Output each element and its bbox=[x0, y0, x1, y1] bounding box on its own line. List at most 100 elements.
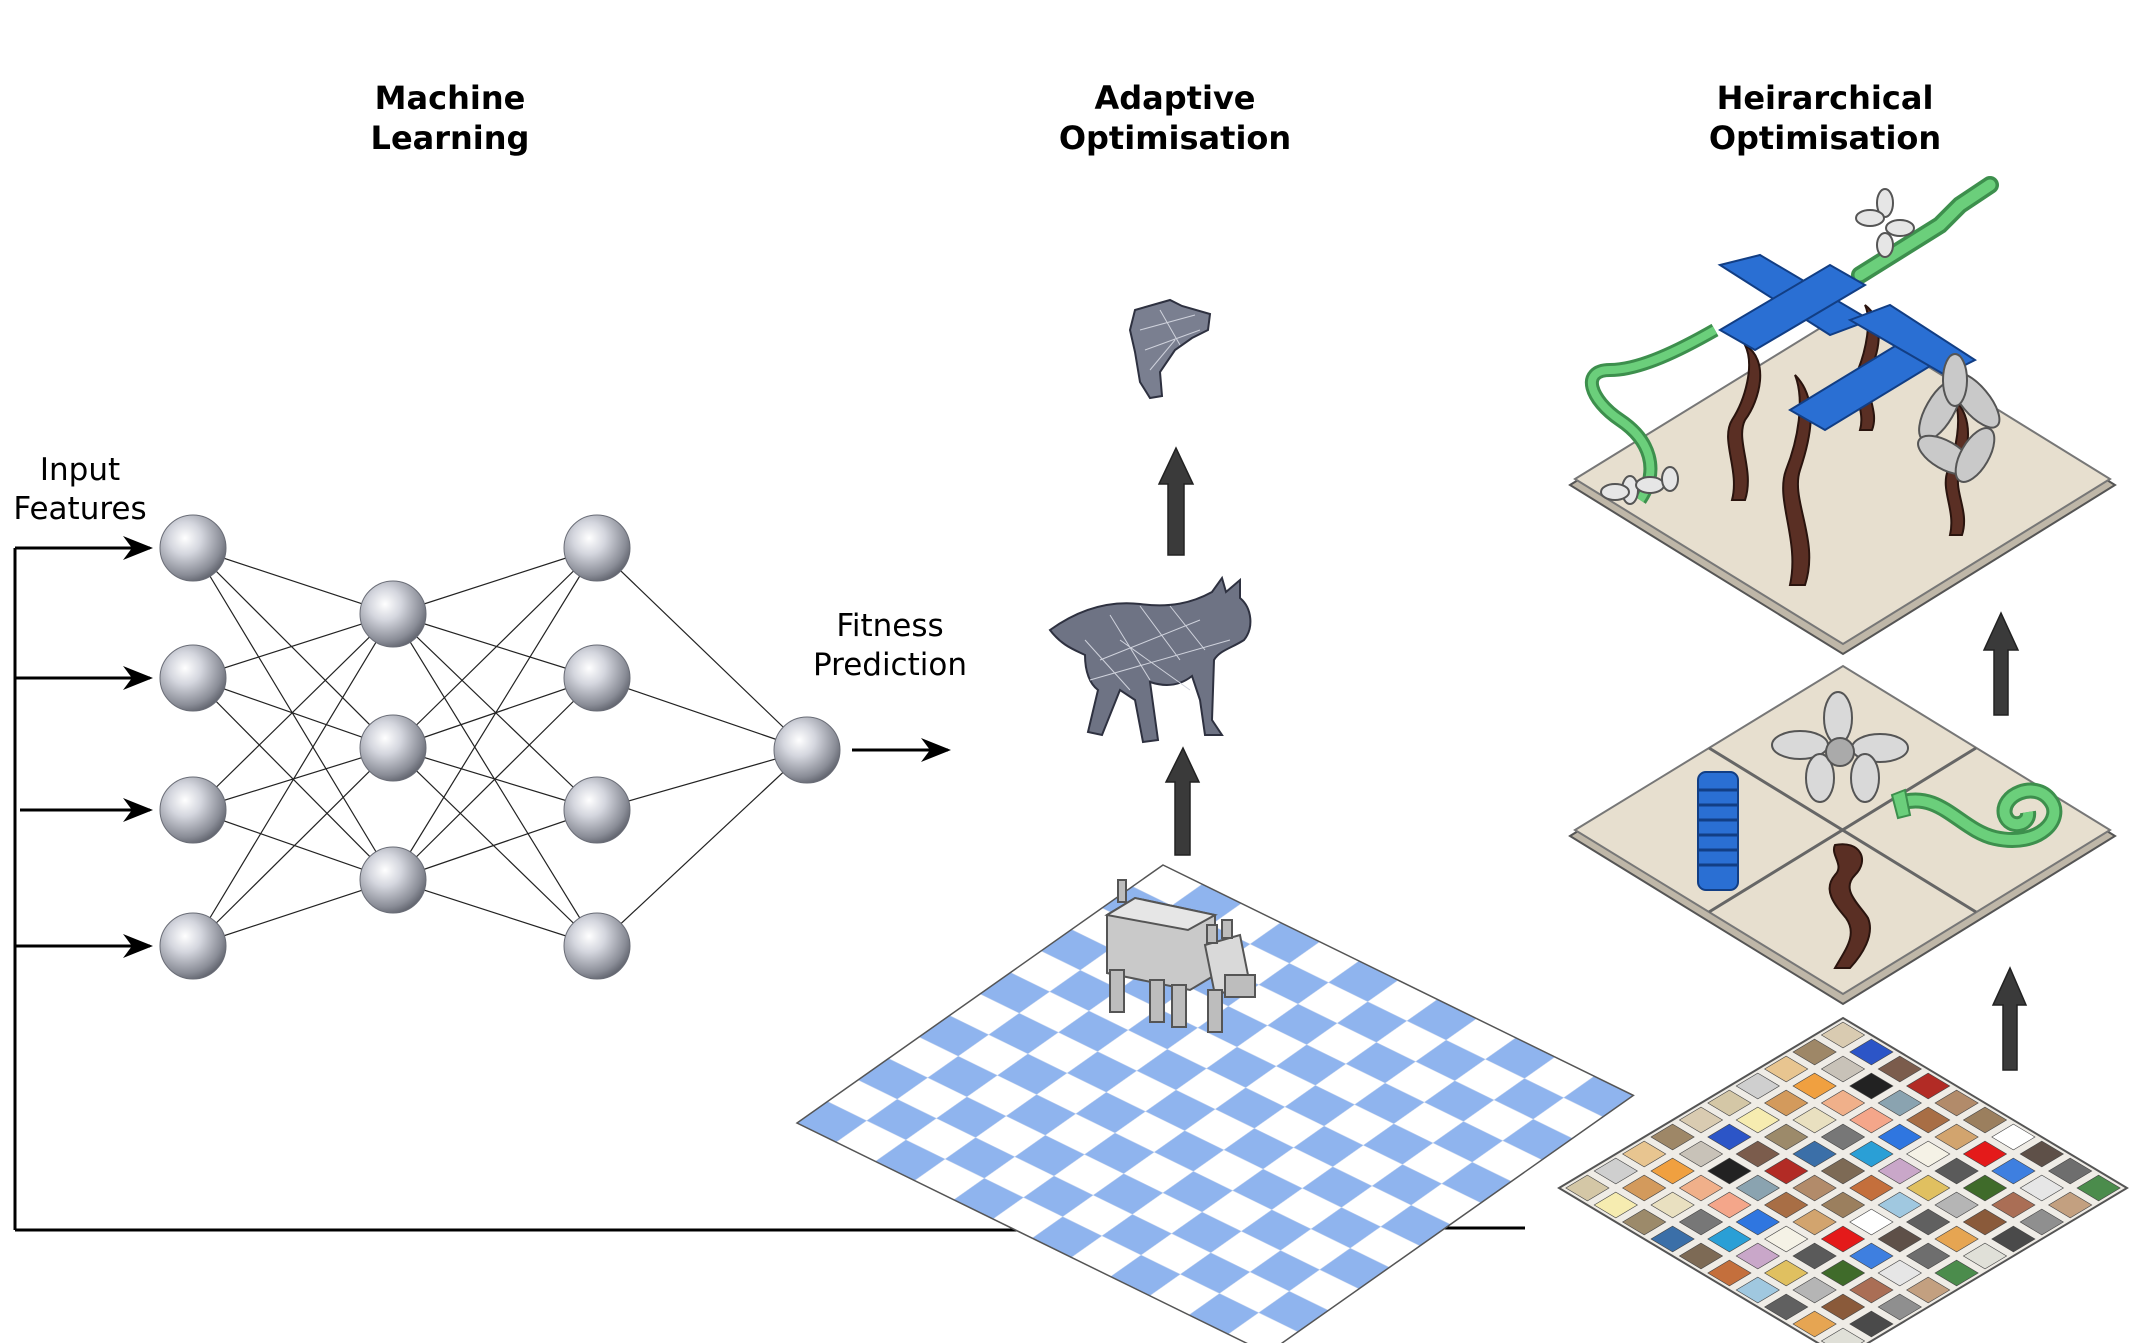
material-swatch bbox=[1849, 1310, 1894, 1338]
material-swatch bbox=[1593, 1191, 1638, 1219]
material-swatch bbox=[1792, 1072, 1837, 1100]
material-swatch bbox=[1735, 1174, 1780, 1202]
network-edge bbox=[192, 809, 394, 881]
material-swatch bbox=[1906, 1140, 1951, 1168]
material-swatch bbox=[1820, 1225, 1866, 1253]
network-edge bbox=[392, 547, 598, 749]
wolf-mesh-model bbox=[1048, 575, 1252, 744]
material-swatch bbox=[2019, 1174, 2064, 1202]
material-swatch bbox=[1849, 1038, 1894, 1066]
wolf-mesh-lines bbox=[1084, 605, 1231, 691]
heading-line: Optimisation bbox=[1058, 119, 1292, 157]
material-swatch bbox=[1877, 1055, 1922, 1083]
network-edge bbox=[596, 749, 808, 811]
robot-leg bbox=[1727, 342, 1762, 501]
material-swatch bbox=[1877, 1089, 1922, 1117]
network-edge bbox=[392, 677, 598, 881]
material-swatch bbox=[1792, 1106, 1837, 1134]
robot-gray-star bbox=[1917, 353, 2001, 483]
material-swatch bbox=[1707, 1191, 1752, 1219]
label-line: Input bbox=[39, 452, 121, 488]
material-swatch bbox=[1820, 1021, 1866, 1049]
material-swatch bbox=[1934, 1123, 1979, 1151]
material-swatch bbox=[1820, 1293, 1866, 1321]
material-swatch bbox=[1622, 1174, 1667, 1202]
material-swatch bbox=[1991, 1123, 2036, 1151]
mesh-part-lines bbox=[1139, 309, 1201, 371]
part-body bbox=[1697, 771, 1739, 891]
network-edge bbox=[192, 547, 394, 881]
blue-beam bbox=[1718, 263, 1867, 352]
mesh-part-silhouette bbox=[1128, 298, 1212, 400]
star-hub bbox=[1825, 737, 1855, 767]
material-swatch bbox=[1707, 1123, 1752, 1151]
dog-tail bbox=[1117, 879, 1127, 903]
dog-ear bbox=[1221, 919, 1233, 939]
material-swatch bbox=[1735, 1140, 1780, 1168]
material-swatch bbox=[1764, 1157, 1809, 1185]
network-edge bbox=[392, 613, 598, 811]
material-swatch bbox=[1820, 1123, 1866, 1151]
up-arrow bbox=[1164, 746, 1201, 856]
mesh-part-model bbox=[1128, 298, 1212, 400]
network-node bbox=[773, 716, 841, 784]
label-line: Features bbox=[13, 491, 147, 527]
part-ridges bbox=[1698, 788, 1738, 867]
network-edge bbox=[596, 677, 808, 751]
heading-line: Optimisation bbox=[1708, 119, 1942, 157]
material-swatch bbox=[1792, 1208, 1837, 1236]
green-arm-top-highlight bbox=[1854, 179, 1996, 281]
material-swatch bbox=[1792, 1310, 1837, 1338]
network-node bbox=[159, 514, 227, 582]
network-edge bbox=[192, 613, 394, 947]
star-arm bbox=[1850, 753, 1880, 803]
material-swatch bbox=[1934, 1157, 1979, 1185]
material-swatch bbox=[1962, 1140, 2008, 1168]
star-arm bbox=[1805, 753, 1835, 803]
star-arm bbox=[1855, 209, 1885, 227]
network-node bbox=[563, 644, 631, 712]
network-edge bbox=[192, 547, 394, 749]
material-swatch bbox=[1991, 1191, 2036, 1219]
material-swatch bbox=[2019, 1140, 2064, 1168]
star-arm bbox=[1876, 232, 1894, 258]
network-node bbox=[563, 776, 631, 844]
material-swatch bbox=[1764, 1293, 1809, 1321]
material-swatch bbox=[1849, 1106, 1894, 1134]
material-swatch bbox=[1934, 1191, 1979, 1219]
network-connections bbox=[192, 547, 808, 947]
adaptive-optimisation-heading: Adaptive Optimisation bbox=[995, 78, 1355, 158]
material-swatch bbox=[1906, 1106, 1951, 1134]
material-swatch bbox=[1678, 1106, 1724, 1134]
heading-line: Heirarchical bbox=[1716, 79, 1934, 117]
material-swatch bbox=[1764, 1055, 1809, 1083]
material-swatch bbox=[1934, 1259, 1979, 1287]
network-node bbox=[359, 580, 427, 648]
network-edge bbox=[596, 749, 808, 947]
star-arm bbox=[1635, 476, 1665, 494]
network-edge bbox=[392, 747, 598, 947]
material-palette-grid bbox=[1557, 1016, 2129, 1343]
heading-line: Learning bbox=[370, 119, 530, 157]
material-swatch bbox=[1735, 1106, 1780, 1134]
blue-segment-part bbox=[1697, 771, 1739, 891]
material-swatch bbox=[1764, 1123, 1809, 1151]
material-swatch bbox=[1877, 1191, 1922, 1219]
material-swatch bbox=[1650, 1225, 1695, 1253]
network-edge bbox=[392, 547, 598, 615]
material-swatch bbox=[1991, 1157, 2036, 1185]
blocky-dog-model bbox=[1104, 879, 1256, 1033]
material-swatch bbox=[1962, 1208, 2008, 1236]
up-arrow bbox=[1982, 611, 2020, 716]
hierarchical-optimisation-heading: Heirarchical Optimisation bbox=[1645, 78, 2005, 158]
parts-plate bbox=[1568, 664, 2117, 1006]
network-node bbox=[159, 912, 227, 980]
dog-snout bbox=[1224, 974, 1256, 998]
dog-leg bbox=[1171, 984, 1187, 1028]
material-swatch bbox=[1820, 1191, 1866, 1219]
material-swatch bbox=[1792, 1276, 1837, 1304]
heading-line: Adaptive bbox=[1094, 79, 1256, 117]
dog-leg bbox=[1109, 969, 1125, 1013]
material-swatch bbox=[1707, 1157, 1752, 1185]
